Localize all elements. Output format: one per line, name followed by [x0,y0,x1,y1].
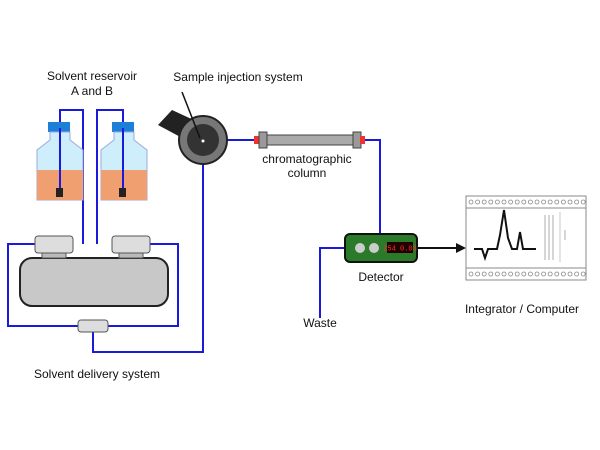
feed-hole [574,199,579,205]
tube-pump-right [108,243,179,327]
feed-hole [508,271,514,277]
label-reservoir-1: Solvent reservoir [47,69,137,83]
feed-hole [547,271,553,277]
feed-hole [554,271,560,277]
feed-hole [528,271,533,277]
feed-hole [488,199,494,205]
feed-hole [580,271,586,277]
sample-injector [158,91,228,165]
feed-hole [481,199,487,205]
feed-hole [541,199,546,205]
solvent-pump [19,235,169,333]
feed-hole [494,199,500,205]
tube-pump-left [7,243,78,327]
feed-hole [534,271,540,277]
feed-hole [521,271,527,277]
feed-hole [534,199,540,205]
feed-hole [514,271,520,277]
feed-hole [528,199,533,205]
feed-hole [580,199,586,205]
label-delivery: Solvent delivery system [34,367,160,381]
label-waste: Waste [303,316,337,330]
feed-hole [561,199,566,205]
feed-hole [567,271,573,277]
solvent-bottle-a [36,122,84,201]
feed-hole [475,199,481,205]
feed-hole [561,271,566,277]
label-detector: Detector [358,270,403,284]
label-column-2: column [288,166,327,180]
feed-hole [554,199,560,205]
feed-hole [501,271,507,277]
feed-hole [481,271,487,277]
feed-hole [547,199,553,205]
label-column-1: chromatographic [262,152,351,166]
tube-to-injector [92,142,204,353]
signal-arrow [417,243,466,253]
feed-hole [494,271,500,277]
feed-hole [468,271,474,277]
detector-display: 254 0.03 [383,246,417,254]
tube-waste [319,247,345,318]
feed-hole [508,199,514,205]
integrator-printout [465,195,587,281]
feed-hole [475,271,481,277]
label-reservoir-2: A and B [71,84,113,98]
feed-hole [468,199,474,205]
feed-hole [541,271,546,277]
feed-hole [567,199,573,205]
feed-hole [574,271,579,277]
feed-hole [514,199,520,205]
detector: 254 0.03 [344,233,418,263]
tube-column-detector [362,139,381,234]
solvent-bottle-b [100,122,148,201]
feed-hole [488,271,494,277]
tube-reservoir-b [96,109,124,244]
chromatogram-trace [474,209,536,262]
label-injection: Sample injection system [173,70,302,84]
chromatographic-column [254,131,365,149]
feed-hole [501,199,507,205]
label-integrator: Integrator / Computer [465,302,579,316]
feed-hole [521,199,527,205]
